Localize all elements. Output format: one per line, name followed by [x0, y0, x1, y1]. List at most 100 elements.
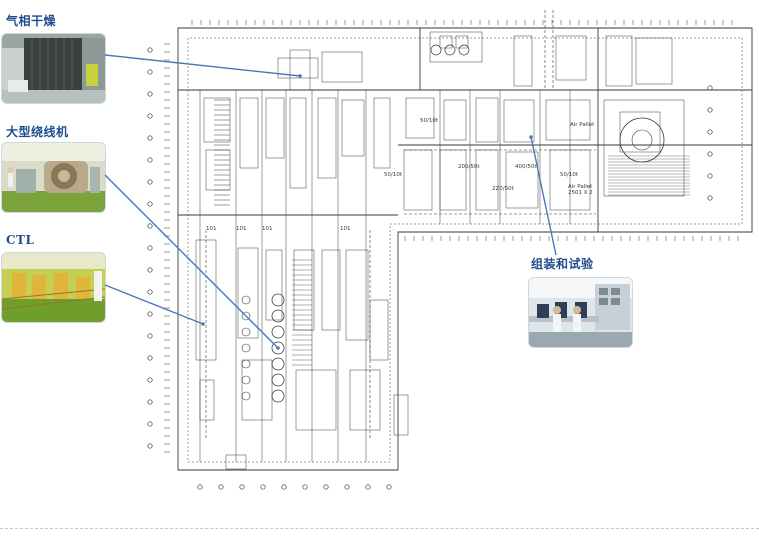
grid-marker — [147, 201, 153, 207]
equipment-block — [505, 151, 539, 209]
ctl-photo — [2, 253, 105, 322]
plan-inner-outline — [187, 37, 743, 463]
winding-machine-ring — [241, 311, 251, 321]
equipment-block — [225, 454, 247, 470]
equipment-block — [289, 49, 311, 91]
equipment-block — [443, 99, 467, 141]
grid-marker — [344, 484, 350, 490]
plan-room-label: 400/50t — [515, 164, 537, 170]
equipment-block — [635, 37, 673, 85]
winding-machine-ring — [271, 325, 285, 339]
plan-room-label: 200/50t — [458, 164, 480, 170]
equipment-block — [475, 149, 499, 211]
equipment-block — [393, 394, 409, 436]
winding-machine-ring — [241, 375, 251, 385]
grid-marker — [302, 484, 308, 490]
plan-room-label: Air Pallet — [568, 184, 593, 190]
equipment-block — [439, 35, 453, 49]
winding-machine-ring — [271, 357, 285, 371]
equipment-block — [239, 97, 259, 169]
equipment-block — [241, 359, 273, 421]
grid-marker — [147, 377, 153, 383]
test-bay-circle — [619, 117, 665, 163]
equipment-block — [265, 249, 283, 321]
grid-marker — [323, 484, 329, 490]
equipment-block — [619, 111, 661, 153]
winding-machine-ring — [271, 389, 285, 403]
equipment-block — [513, 35, 533, 87]
winding-machine-ring — [241, 343, 251, 353]
equipment-block — [199, 379, 215, 421]
equipment-block — [237, 247, 259, 339]
grid-marker — [147, 267, 153, 273]
grid-marker — [147, 333, 153, 339]
callout-label-large-winding-machine: 大型绕线机 — [6, 125, 69, 139]
footer-divider — [0, 528, 759, 529]
grid-marker — [707, 85, 713, 91]
plan-room-label: 50/10t — [560, 172, 579, 178]
grid-marker — [147, 245, 153, 251]
grid-marker — [281, 484, 287, 490]
equipment-block — [555, 35, 587, 81]
grid-marker — [147, 113, 153, 119]
grid-marker — [147, 135, 153, 141]
callout-label-vapor-phase-drying: 气相干燥 — [6, 14, 57, 28]
plan-room-label: 101 — [236, 226, 247, 232]
plan-room-label: 2Z0/50t — [492, 186, 515, 192]
callout-label-ctl: CTL — [6, 233, 35, 247]
grid-marker — [147, 223, 153, 229]
grid-marker — [147, 289, 153, 295]
equipment-block — [321, 51, 363, 83]
grid-marker — [260, 484, 266, 490]
grid-marker — [197, 484, 203, 490]
grid-marker — [707, 129, 713, 135]
drying-tank-ring — [430, 44, 442, 56]
equipment-block — [369, 299, 389, 361]
plan-outline — [177, 27, 753, 471]
equipment-block — [429, 31, 483, 63]
grid-marker — [147, 399, 153, 405]
equipment-block — [349, 369, 381, 431]
plan-room-label: 2501 X 2 — [568, 190, 593, 196]
grid-marker — [147, 355, 153, 361]
grid-marker — [147, 443, 153, 449]
winding-machine-ring — [241, 295, 251, 305]
equipment-block — [503, 99, 535, 143]
grid-marker — [239, 484, 245, 490]
drying-tank-ring — [458, 44, 470, 56]
winding-machine-ring — [271, 341, 285, 355]
equipment-block — [289, 97, 307, 189]
grid-marker — [147, 421, 153, 427]
drying-tank-ring — [444, 44, 456, 56]
grid-marker — [147, 91, 153, 97]
grid-marker — [147, 157, 153, 163]
equipment-block — [403, 149, 433, 211]
equipment-block — [373, 97, 391, 169]
equipment-block — [295, 369, 337, 431]
equipment-block — [545, 99, 591, 141]
plan-room-label: Air Pallet — [570, 122, 595, 128]
plan-room-label: 101 — [206, 226, 217, 232]
grid-marker — [147, 179, 153, 185]
equipment-block — [603, 99, 685, 197]
winding-machine-ring — [241, 391, 251, 401]
equipment-block — [439, 149, 467, 211]
equipment-block — [475, 97, 499, 143]
assembly-and-testing-photo — [529, 278, 632, 347]
plan-room-label: 101 — [340, 226, 351, 232]
winding-machine-ring — [241, 359, 251, 369]
equipment-block — [345, 249, 369, 341]
plan-room-label: 101 — [262, 226, 273, 232]
grid-marker — [707, 107, 713, 113]
equipment-block — [405, 97, 435, 139]
equipment-block — [455, 35, 469, 49]
grid-marker — [365, 484, 371, 490]
grid-marker — [147, 311, 153, 317]
winding-machine-ring — [241, 327, 251, 337]
equipment-block — [605, 35, 633, 87]
large-winding-machine-photo — [2, 143, 105, 212]
equipment-block — [317, 97, 337, 179]
grid-marker — [218, 484, 224, 490]
grid-marker — [707, 195, 713, 201]
